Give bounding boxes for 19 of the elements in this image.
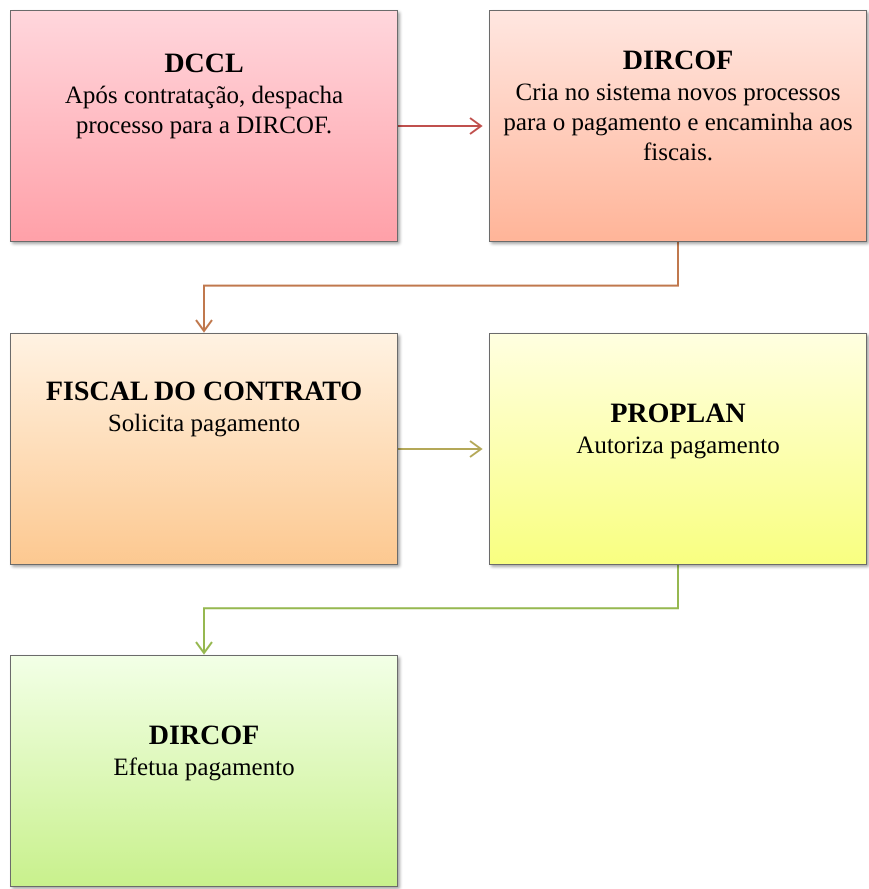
box-description: Autoriza pagamento [576,430,780,461]
box-heading: PROPLAN [610,397,746,431]
arrow [398,440,482,458]
box-heading: DIRCOF [148,719,260,753]
box-heading: DCCL [164,47,244,81]
process-box [489,333,867,565]
box-description: Efetua pagamento [113,752,295,783]
box-description: Cria no sistema novos processos para o pagamento e encaminha aos fiscais. [502,78,854,168]
box-heading: FISCAL DO CONTRATO [46,375,362,409]
box-heading: DIRCOF [622,44,734,78]
process-box [10,655,398,887]
arrow [195,242,679,332]
process-box [10,333,398,565]
box-description: Solicita pagamento [108,408,300,439]
arrow [398,117,482,135]
process-box [10,10,398,242]
process-box [489,10,867,242]
box-description: Após contratação, despacha processo para a DIRCOF. [64,80,344,141]
arrow [195,565,679,654]
